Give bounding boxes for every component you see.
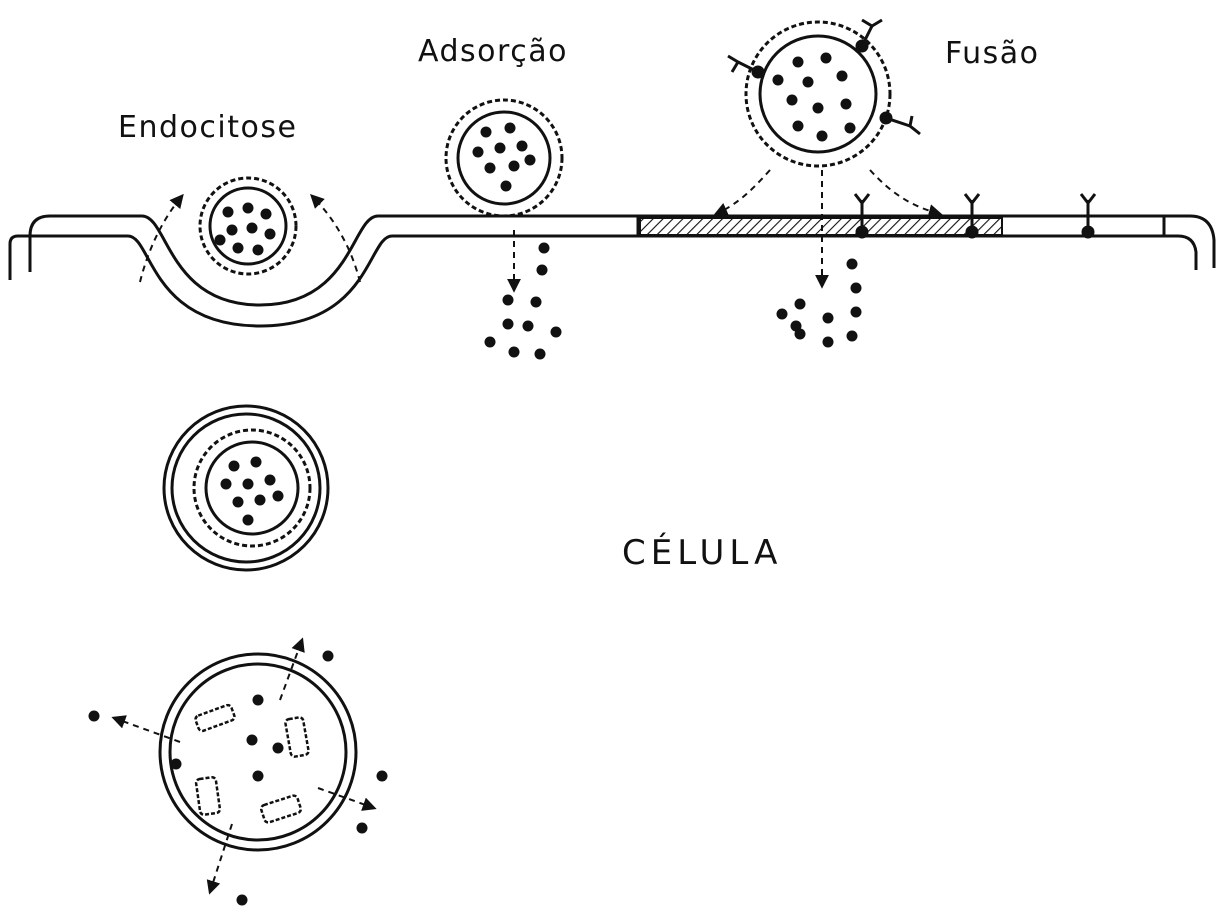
adsorption-virion (446, 100, 562, 216)
fusion-release-particles (777, 259, 862, 348)
cell-membrane (10, 216, 1214, 326)
label-fusion: Fusão (945, 36, 1040, 71)
endosome-with-virion (164, 406, 328, 570)
uncoating-arrows (114, 640, 374, 892)
uncoating-endosome (160, 654, 356, 850)
label-cell: CÉLULA (622, 533, 782, 573)
fusion-virion (746, 22, 890, 166)
capsid-fragments (194, 704, 309, 823)
label-adsorption: Adsorção (418, 34, 568, 69)
label-endocytosis: Endocitose (118, 110, 297, 145)
membrane-inner-line (10, 236, 1196, 326)
endocytosis-virion (200, 178, 296, 274)
membrane-outer-line (30, 216, 1214, 305)
adsorption-release (485, 230, 562, 360)
